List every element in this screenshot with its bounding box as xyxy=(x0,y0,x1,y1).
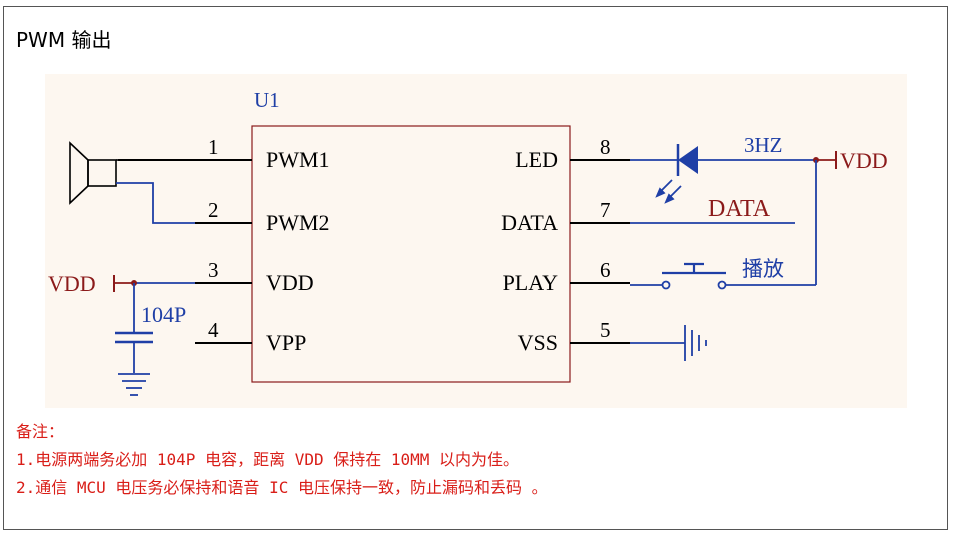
led-icon xyxy=(655,144,816,204)
pin-3-name: VDD xyxy=(266,270,314,295)
pin-1-name: PWM1 xyxy=(266,147,330,172)
speaker-icon xyxy=(69,141,118,205)
pin-6-name: PLAY xyxy=(503,270,559,295)
left-pin-lines xyxy=(118,159,252,344)
capacitor-label: 104P xyxy=(141,302,186,327)
note-line-1: 1.电源两端务必加 104P 电容，距离 VDD 保持在 10MM 以内为佳。 xyxy=(16,450,520,469)
pin-5-number: 5 xyxy=(600,318,611,342)
notes-block: 备注： 1.电源两端务必加 104P 电容，距离 VDD 保持在 10MM 以内… xyxy=(16,418,548,502)
pin-6-number: 6 xyxy=(600,258,611,282)
pin-2-name: PWM2 xyxy=(266,210,330,235)
vdd-right-symbol: VDD xyxy=(816,148,888,173)
vdd-left-symbol: VDD xyxy=(48,271,134,296)
notes-heading: 备注： xyxy=(16,422,65,441)
vdd-left-label: VDD xyxy=(48,271,96,296)
note-line-2: 2.通信 MCU 电压务必保持和语音 IC 电压保持一致，防止漏码和丢码 。 xyxy=(16,478,548,497)
right-pin-lines xyxy=(570,159,630,344)
chip-body xyxy=(251,125,571,383)
pin-1-number: 1 xyxy=(208,135,219,159)
speaker-pin2-wire xyxy=(116,182,195,224)
pin-5-name: VSS xyxy=(518,330,558,355)
pin-2-number: 2 xyxy=(208,198,219,222)
pin-3-number: 3 xyxy=(208,258,219,282)
ground-icon-left xyxy=(118,373,150,396)
led-label: 3HZ xyxy=(744,133,783,157)
pin-7-name: DATA xyxy=(501,210,558,235)
chip-ref: U1 xyxy=(254,88,280,112)
capacitor-symbol xyxy=(115,283,153,373)
button-label: 播放 xyxy=(742,257,784,281)
page-title: PWM 输出 xyxy=(16,28,112,52)
ground-icon-right xyxy=(684,325,707,361)
pin-7-number: 7 xyxy=(600,198,611,222)
pin-8-name: LED xyxy=(515,147,558,172)
pin-4-name: VPP xyxy=(266,330,306,355)
push-button-icon xyxy=(661,262,727,290)
pin-8-number: 8 xyxy=(600,135,611,159)
vdd-right-label: VDD xyxy=(840,148,888,173)
data-net-label: DATA xyxy=(708,196,771,222)
pin-4-number: 4 xyxy=(208,318,219,342)
